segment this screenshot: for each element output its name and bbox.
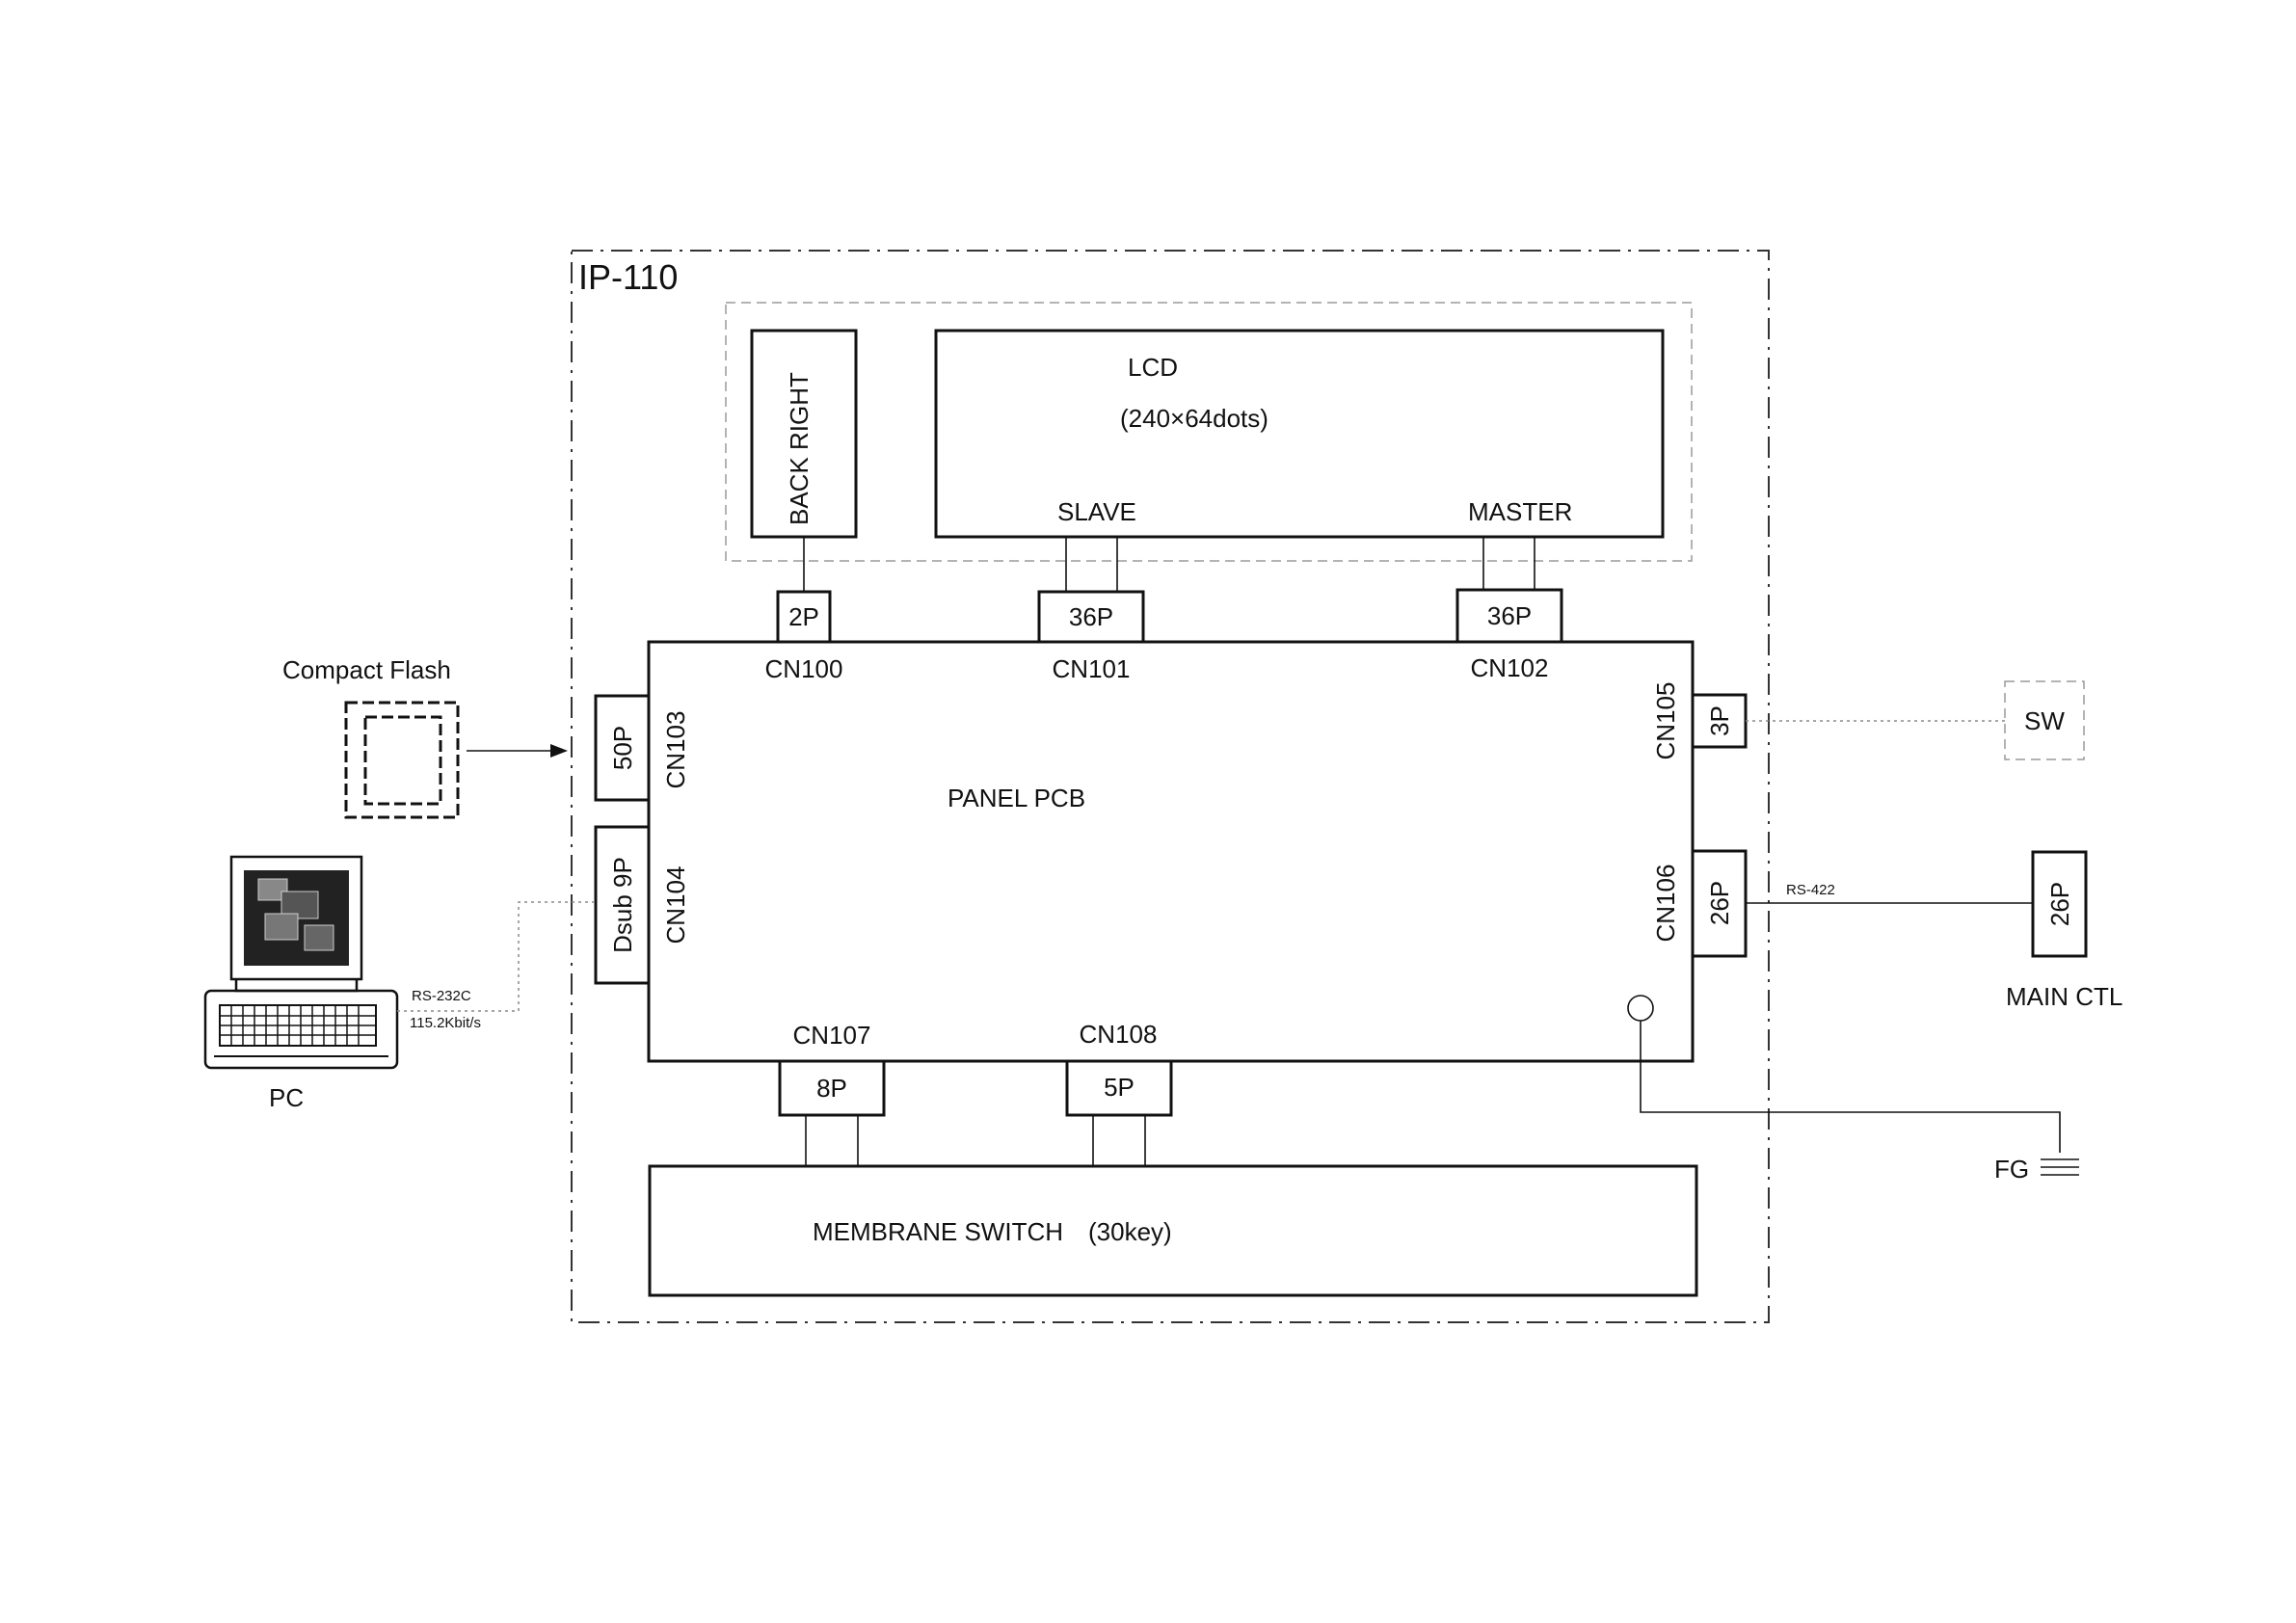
cn106-pins: 26P — [1705, 881, 1734, 925]
lcd-title: LCD — [1128, 353, 1178, 382]
fg-wire — [1641, 1021, 2060, 1153]
membrane-switch-box — [650, 1166, 1696, 1295]
pc-label: PC — [269, 1083, 304, 1112]
cn103-pins: 50P — [608, 726, 637, 770]
cn101-pins: 36P — [1069, 602, 1113, 631]
cn106-label: CN106 — [1651, 865, 1680, 943]
cn107-pins: 8P — [816, 1074, 847, 1103]
cn103-label: CN103 — [661, 711, 690, 789]
membrane-switch-label: MEMBRANE SWITCH (30key) — [813, 1217, 1172, 1246]
cn102-label: CN102 — [1471, 653, 1549, 682]
lcd-resolution: (240×64dots) — [1120, 404, 1268, 433]
cn104-label: CN104 — [661, 866, 690, 945]
cn105-pins: 3P — [1705, 705, 1734, 736]
panel-pcb-label: PANEL PCB — [948, 784, 1085, 812]
enclosure-title: IP-110 — [578, 257, 678, 297]
compact-flash-inner — [365, 717, 441, 804]
cn107-label: CN107 — [793, 1021, 871, 1050]
rs232c-label: RS-232C — [412, 988, 471, 1004]
cn108-pins: 5P — [1104, 1073, 1135, 1102]
cn102-pins: 36P — [1487, 601, 1532, 630]
lcd-slave-label: SLAVE — [1057, 497, 1136, 526]
lcd-master-label: MASTER — [1468, 497, 1572, 526]
rs422-label: RS-422 — [1786, 882, 1835, 898]
panel-pcb-box — [649, 642, 1693, 1061]
cn100-pins: 2P — [788, 602, 819, 631]
cn108-label: CN108 — [1080, 1020, 1158, 1049]
main-ctl-pins: 26P — [2045, 882, 2074, 926]
compact-flash-arrow-head — [550, 744, 568, 758]
sw-label: SW — [2024, 706, 2065, 735]
cn105-label: CN105 — [1651, 682, 1680, 760]
ground-icon — [2041, 1159, 2079, 1175]
cn100-label: CN100 — [765, 654, 843, 683]
cn104-pins: Dsub 9P — [608, 857, 637, 953]
main-ctl-label: MAIN CTL — [2006, 982, 2122, 1011]
compact-flash-label: Compact Flash — [282, 655, 451, 684]
cn101-label: CN101 — [1053, 654, 1131, 683]
backlight-label: BACK RIGHT — [785, 372, 814, 525]
fg-label: FG — [1994, 1155, 2029, 1184]
rs232c-speed: 115.2Kbit/s — [410, 1015, 481, 1031]
pc-icon — [205, 857, 397, 1068]
fg-terminal — [1628, 996, 1653, 1021]
